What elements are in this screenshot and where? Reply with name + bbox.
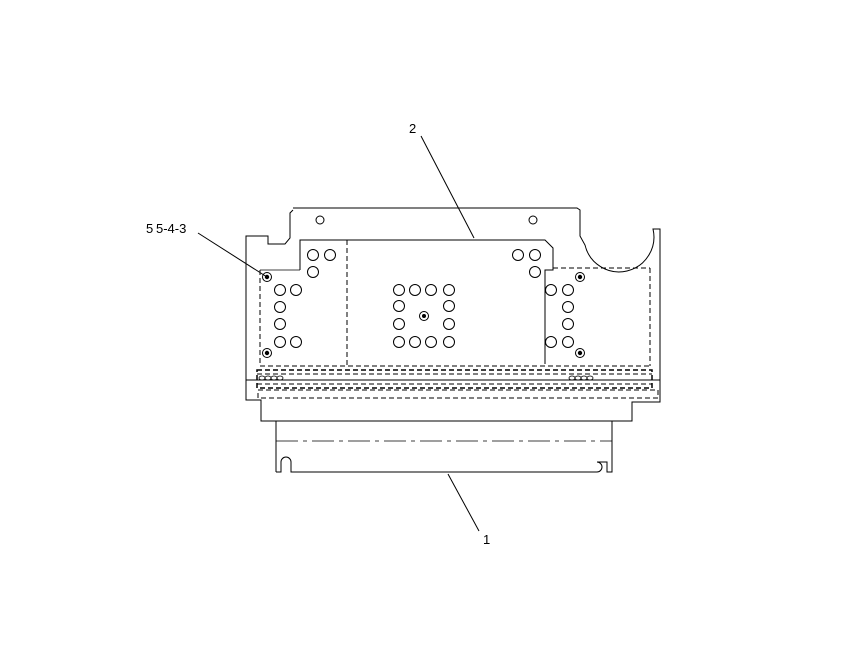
callout-part-5-4-3: 5-4-3 (156, 221, 186, 236)
leader-line-1 (447, 473, 480, 532)
center-hole-pattern (393, 284, 455, 348)
mounting-plate (259, 239, 651, 367)
leader-line-2 (420, 135, 475, 239)
leader-line-5-4-3 (197, 232, 268, 278)
callout-part-2: 2 (409, 121, 416, 136)
left-hole-pattern (262, 249, 336, 358)
slide-rail (256, 369, 659, 399)
right-hole-pattern (512, 249, 585, 358)
callout-part-1: 1 (483, 532, 490, 547)
callout-partial-prefix: 5 (146, 221, 153, 236)
